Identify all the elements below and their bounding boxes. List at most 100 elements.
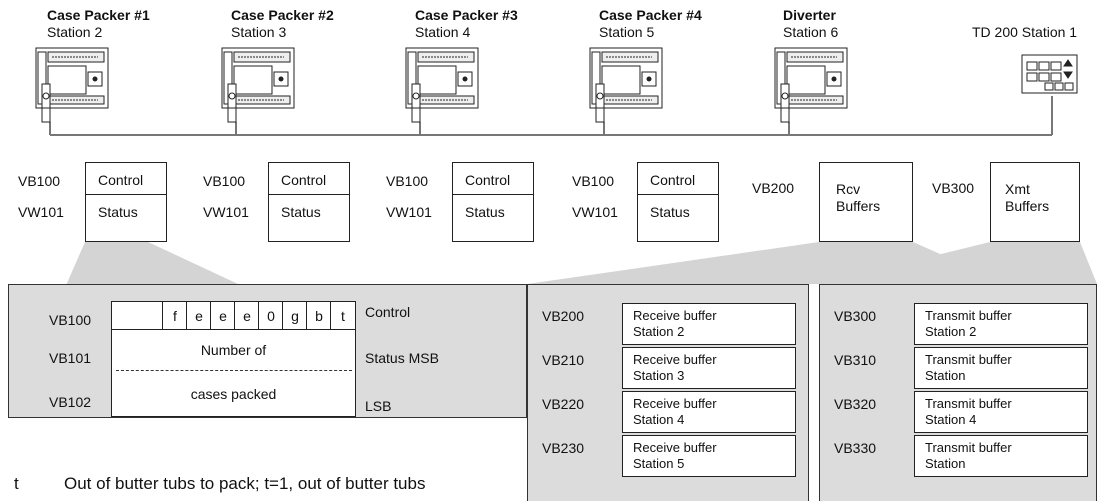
control-address: VB100 xyxy=(18,173,61,189)
buffer-address: VB300 xyxy=(834,308,877,324)
control-bit: e xyxy=(210,302,235,330)
buffer-title: Transmit buffer xyxy=(925,308,1012,323)
buffer-station: Station 5 xyxy=(633,456,685,471)
station-name: Case Packer #2 xyxy=(231,7,334,23)
detail-row-addr: VB102 xyxy=(49,394,92,410)
buffer-station: Station 2 xyxy=(925,324,977,339)
buffer-address: VB310 xyxy=(834,352,877,368)
control-bit: e xyxy=(234,302,259,330)
station-header-5: Diverter Station 6 xyxy=(783,7,838,41)
plc-unit-icon xyxy=(35,47,109,123)
network-bus xyxy=(49,96,1053,136)
xmt-line1: Xmt xyxy=(1005,181,1030,197)
lsb-label: LSB xyxy=(365,398,392,414)
control-cell: Control xyxy=(86,163,166,195)
control-cell: Control xyxy=(269,163,349,195)
buffer-station: Station 3 xyxy=(633,368,685,383)
rcv-buffers-box: Rcv Buffers xyxy=(819,162,913,242)
status-cell: Status xyxy=(465,204,505,220)
control-bit: e xyxy=(186,302,211,330)
buffer-title: Transmit buffer xyxy=(925,440,1012,455)
xmt-buffers-box: Xmt Buffers xyxy=(990,162,1080,242)
station-name: Case Packer #1 xyxy=(47,7,150,23)
control-label: Control xyxy=(365,304,411,320)
buffer-address: VB200 xyxy=(542,308,585,324)
buffer-title: Receive buffer xyxy=(633,308,717,323)
station-number: Station 4 xyxy=(415,24,471,40)
buffer-station: Station xyxy=(925,368,966,383)
buffer-address: VB320 xyxy=(834,396,877,412)
station-name: Diverter xyxy=(783,7,836,23)
buffer-address: VB210 xyxy=(542,352,585,368)
buffer-station: Station 4 xyxy=(925,412,977,427)
td200-label: TD 200 Station 1 xyxy=(972,24,1078,40)
control-address: VB100 xyxy=(203,173,246,189)
status-address: VW101 xyxy=(18,204,64,220)
buffer-title: Transmit buffer xyxy=(925,396,1012,411)
buffer-address: VB330 xyxy=(834,440,877,456)
station-number: Station 3 xyxy=(231,24,287,40)
plc-unit-icon xyxy=(221,47,295,123)
status-address: VW101 xyxy=(572,204,618,220)
legend-text: Out of butter tubs to pack; t=1, out of … xyxy=(64,474,426,493)
status-address: VW101 xyxy=(386,204,432,220)
plc-unit-icon xyxy=(405,47,479,123)
station-name: Case Packer #4 xyxy=(599,7,702,23)
buffer-station: Station 2 xyxy=(633,324,685,339)
control-cell: Control xyxy=(638,163,718,195)
status-cell: Status xyxy=(650,204,690,220)
buffer-station: Station 4 xyxy=(633,412,685,427)
buffer-title: Receive buffer xyxy=(633,396,717,411)
rcv-address: VB200 xyxy=(752,180,795,196)
number-of-text: Number of xyxy=(200,342,267,358)
control-cell: Control xyxy=(453,163,533,195)
rcv-line1: Rcv xyxy=(836,181,861,197)
status-address: VW101 xyxy=(203,204,249,220)
control-bit: 0 xyxy=(258,302,283,330)
buffer-title: Transmit buffer xyxy=(925,352,1012,367)
xmt-address: VB300 xyxy=(932,180,975,196)
xmt-line2: Buffers xyxy=(1005,198,1050,214)
status-cell: Status xyxy=(281,204,321,220)
station-header-3: Case Packer #3 Station 4 xyxy=(415,7,518,41)
station-header-2: Case Packer #2 Station 3 xyxy=(231,7,334,41)
cases-packed-text: cases packed xyxy=(190,386,277,402)
buffer-title: Receive buffer xyxy=(633,440,717,455)
station-header-1: Case Packer #1 Station 2 xyxy=(47,7,150,41)
td200-device xyxy=(1021,54,1078,94)
station-number: Station 2 xyxy=(47,24,103,40)
buffer-address: VB230 xyxy=(542,440,585,456)
control-address: VB100 xyxy=(572,173,615,189)
plc-unit-icon xyxy=(774,47,848,123)
control-bit: f xyxy=(162,302,187,330)
detail-row-addr: VB100 xyxy=(49,312,92,328)
station-number: Station 6 xyxy=(783,24,839,40)
status-cell: Status xyxy=(98,204,138,220)
station-header-4: Case Packer #4 Station 5 xyxy=(599,7,702,41)
rcv-line2: Buffers xyxy=(836,198,881,214)
station-name: Case Packer #3 xyxy=(415,7,518,23)
station-number: Station 5 xyxy=(599,24,655,40)
buffer-station: Station xyxy=(925,456,966,471)
plc-unit-icon xyxy=(589,47,663,123)
detail-row-addr: VB101 xyxy=(49,350,92,366)
control-bit: b xyxy=(306,302,331,330)
byte-divider xyxy=(116,370,352,371)
